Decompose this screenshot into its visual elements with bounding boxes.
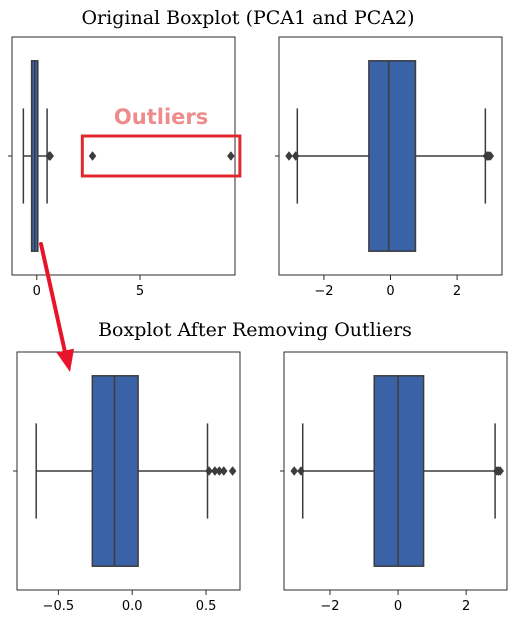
- bottom-title: Boxplot After Removing Outliers: [98, 319, 412, 341]
- outliers-label: Outliers: [114, 105, 208, 129]
- outlier-point: [88, 151, 97, 161]
- top-title: Original Boxplot (PCA1 and PCA2): [81, 7, 414, 29]
- x-tick-label: −0.5: [43, 599, 75, 614]
- outlier-point: [46, 151, 55, 161]
- outlier-point: [290, 466, 299, 476]
- outlier-point: [228, 466, 237, 476]
- x-tick-label: 5: [136, 284, 144, 299]
- boxplot-pca2-original: −2 0 2: [275, 36, 503, 299]
- x-tick-label: 0: [33, 284, 41, 299]
- x-tick-label: −2: [320, 599, 339, 614]
- arrow-head: [56, 348, 75, 372]
- arrow-shaft: [39, 242, 67, 354]
- x-tick-label: 0.0: [122, 599, 143, 614]
- outlier-highlight-box: [80, 134, 242, 178]
- x-tick-label: 0.5: [196, 599, 217, 614]
- outlier-point: [227, 151, 235, 161]
- boxplot-pca1-cleaned: −0.5 0.0 0.5: [13, 351, 241, 614]
- outlier-point: [486, 151, 495, 161]
- boxplot-pca2-cleaned: −2 0 2: [280, 351, 508, 614]
- outlier-point: [297, 466, 305, 476]
- x-tick-label: 0: [386, 284, 394, 299]
- x-tick-label: 2: [453, 284, 461, 299]
- outlier-point: [219, 466, 228, 476]
- iqr-box: [373, 375, 425, 567]
- x-tick-label: −2: [314, 284, 333, 299]
- x-tick-label: 0: [394, 599, 402, 614]
- outlier-annotation: Outliers: [39, 105, 242, 372]
- outlier-point: [496, 466, 505, 476]
- outlier-point: [205, 466, 213, 476]
- outlier-point: [285, 151, 293, 161]
- outlier-point: [291, 151, 300, 161]
- x-tick-label: 2: [462, 599, 470, 614]
- iqr-box: [368, 60, 417, 252]
